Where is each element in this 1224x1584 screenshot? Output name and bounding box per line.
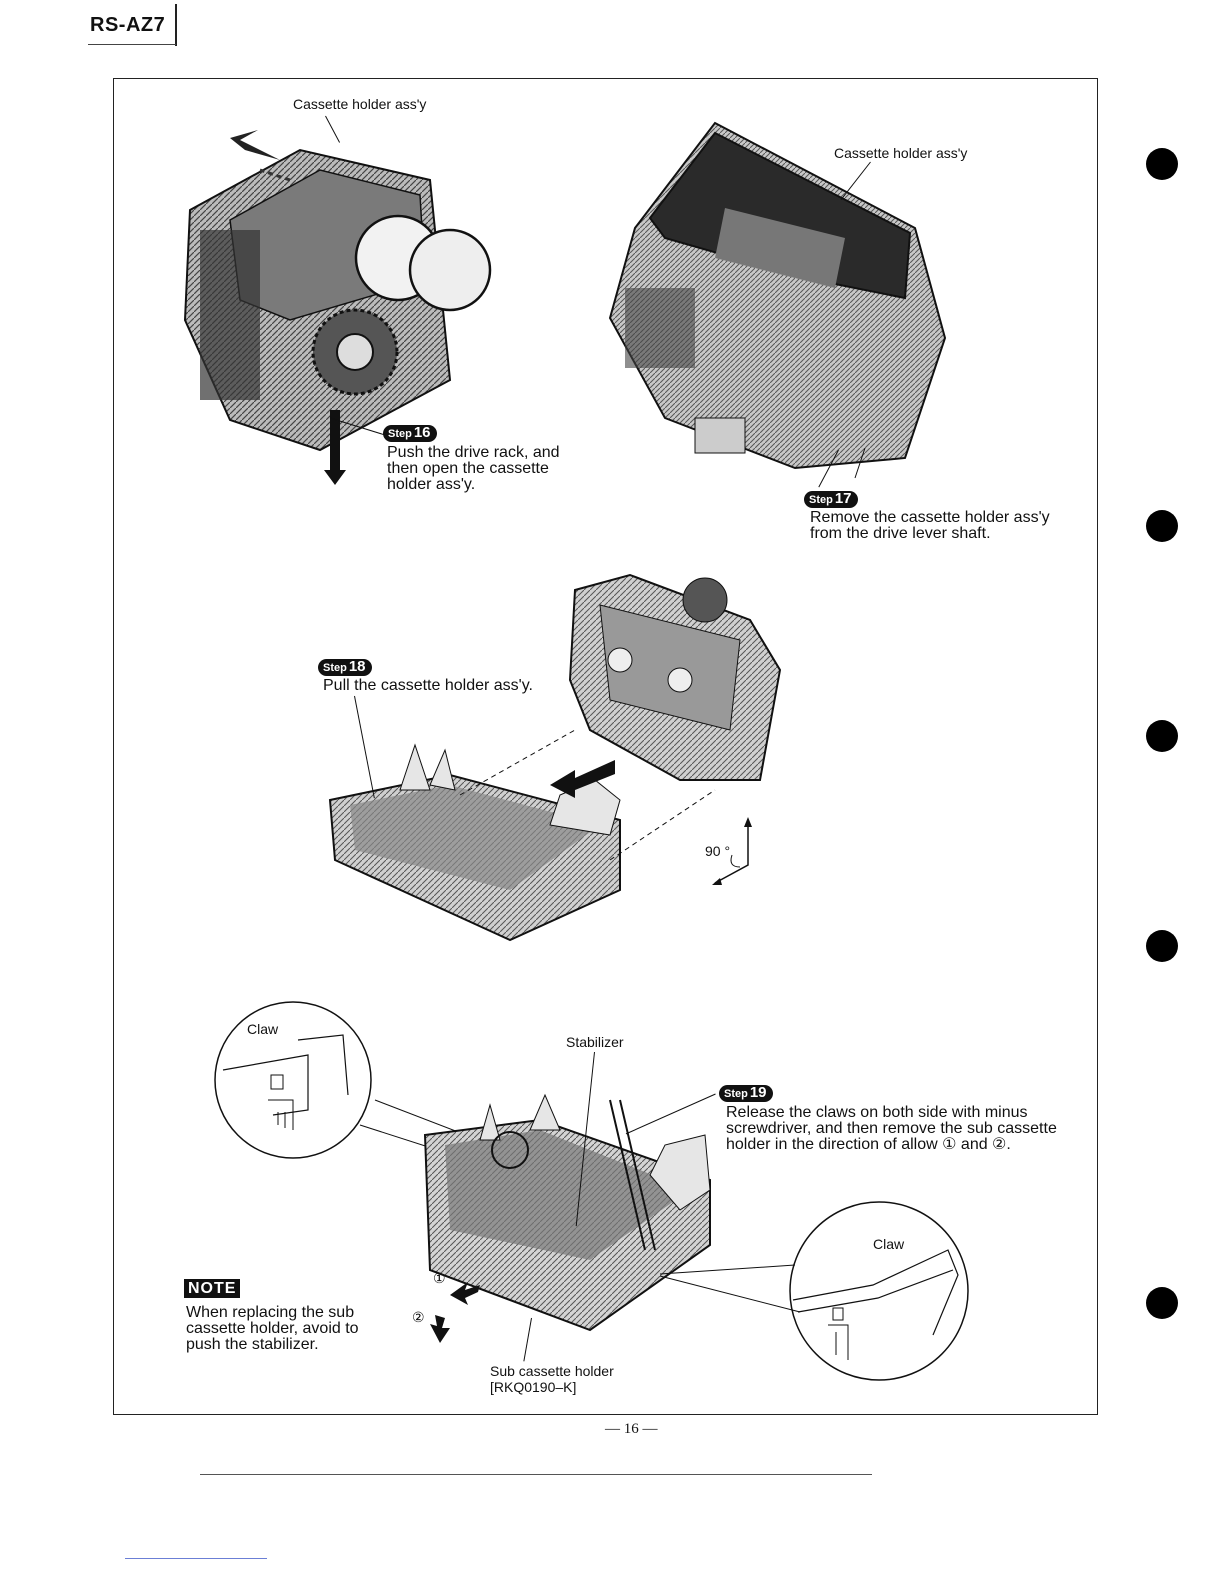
claw-label-right: Claw: [873, 1236, 905, 1252]
header-underline: [88, 44, 176, 45]
binder-hole: [1146, 148, 1178, 180]
model-number: RS-AZ7: [90, 14, 166, 36]
note-badge: NOTE: [184, 1279, 241, 1298]
sub-holder-label: Sub cassette holder [RKQ0190–K]: [490, 1363, 614, 1395]
header-divider: [175, 4, 177, 46]
stabilizer-label: Stabilizer: [566, 1034, 624, 1050]
label-cassette-holder: Cassette holder ass'y: [293, 96, 427, 112]
diagram-frame: [113, 78, 1098, 1415]
mechanism-illustration-step18: [328, 573, 782, 942]
step19-text: Release the claws on both side with minu…: [726, 1104, 1057, 1153]
arrow-1-label: ①: [433, 1270, 446, 1286]
label-cassette-holder-2: Cassette holder ass'y: [834, 145, 968, 161]
note-text: When replacing the sub cassette holder, …: [186, 1304, 359, 1353]
step18-text: Pull the cassette holder ass'y.: [323, 677, 533, 694]
angle-label: 90 °: [705, 843, 731, 859]
claw-detail-left-circle: [214, 1001, 372, 1159]
mechanism-illustration-step19: [359, 1093, 711, 1343]
step17-text: Remove the cassette holder ass'y from th…: [810, 509, 1050, 542]
arrow-2-label: ②: [412, 1309, 425, 1325]
binder-hole: [1146, 720, 1178, 752]
claw-detail-right-circle: [789, 1201, 969, 1381]
binder-hole: [1146, 930, 1178, 962]
mechanism-illustration-step16: [183, 130, 492, 485]
mechanism-illustration-step17: [608, 121, 947, 479]
claw-label-left: Claw: [247, 1021, 279, 1037]
page-number: — 16 —: [605, 1421, 658, 1437]
footer-link-line: [125, 1558, 267, 1559]
footer-rule: [200, 1474, 872, 1475]
rotation-arrow-icon: [712, 817, 752, 885]
binder-hole: [1146, 1287, 1178, 1319]
binder-hole: [1146, 510, 1178, 542]
detail-callout-lines: [659, 1264, 801, 1313]
step16-text: Push the drive rack, and then open the c…: [387, 444, 560, 493]
